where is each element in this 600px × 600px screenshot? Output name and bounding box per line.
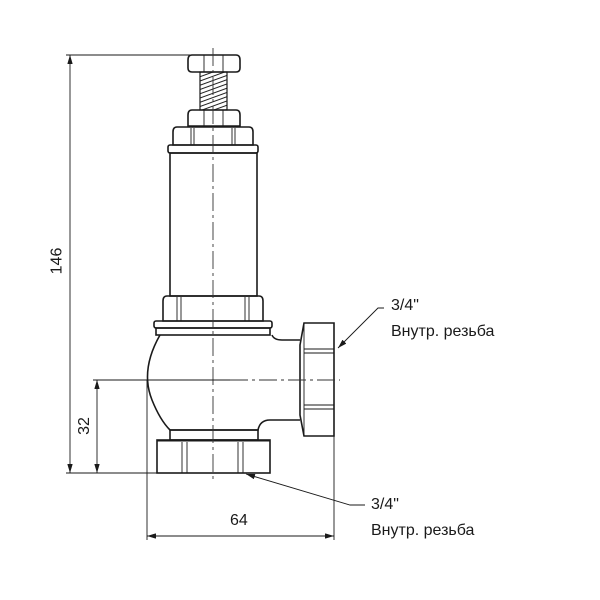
valve-housing	[146, 334, 300, 431]
lock-nut	[187, 109, 241, 127]
dimension-lines	[66, 54, 384, 540]
dimension-64: 64	[230, 512, 248, 529]
bottom-port-size: 3/4"	[371, 496, 399, 513]
top-adjust-nut	[187, 54, 241, 73]
side-port-size: 3/4"	[391, 297, 419, 314]
dimension-32: 32	[75, 417, 93, 435]
side-port-nut	[299, 322, 335, 437]
dimension-146: 146	[48, 247, 66, 275]
side-port-thread-type: Внутр. резьба	[391, 323, 495, 340]
valve-body	[146, 54, 335, 474]
bottom-port-nut	[156, 439, 271, 474]
spring-housing	[169, 152, 258, 297]
bottom-port-thread-type: Внутр. резьба	[371, 522, 475, 539]
adjust-thread	[199, 71, 228, 111]
